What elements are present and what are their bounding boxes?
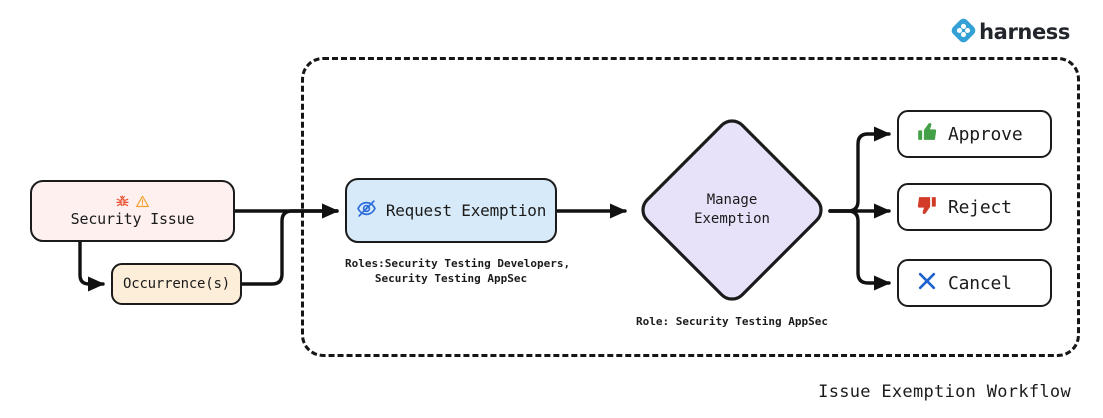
manage-exemption-diamond-shape	[641, 119, 823, 301]
manage-exemption-label-line1: Manage	[706, 192, 758, 209]
warning-triangle-icon	[135, 194, 150, 212]
node-security-issue[interactable]: Security Issue	[30, 180, 235, 242]
x-cross-icon	[916, 270, 938, 297]
node-reject[interactable]: Reject	[897, 183, 1052, 231]
diagram-title: Issue Exemption Workflow	[818, 382, 1071, 402]
approve-label: Approve	[948, 123, 1023, 145]
thumbs-down-icon	[916, 194, 938, 221]
manage-exemption-label: Manage Exemption	[634, 112, 830, 308]
manage-exemption-label-line2: Exemption	[694, 211, 770, 227]
thumbs-up-icon	[916, 121, 938, 148]
node-approve[interactable]: Approve	[897, 110, 1052, 158]
exemption-workflow-group-boundary	[301, 57, 1080, 357]
node-cancel[interactable]: Cancel	[897, 259, 1052, 307]
node-manage-exemption[interactable]: Manage Exemption	[634, 112, 830, 308]
harness-diamond-logo-icon	[951, 18, 976, 47]
security-issue-icons	[115, 195, 150, 210]
node-request-exemption[interactable]: Request Exemption	[345, 178, 557, 243]
harness-logo: harness	[951, 18, 1070, 47]
cancel-label: Cancel	[948, 272, 1012, 294]
reject-label: Reject	[948, 196, 1012, 218]
occurrences-label: Occurrence(s)	[123, 276, 230, 292]
bug-icon	[115, 194, 130, 212]
node-occurrences[interactable]: Occurrence(s)	[111, 263, 242, 305]
request-exemption-roles-caption: Roles:Security Testing Developers, Secur…	[345, 257, 571, 285]
manage-exemption-role-caption: Role: Security Testing AppSec	[635, 315, 829, 328]
security-issue-label: Security Issue	[70, 210, 195, 229]
request-exemption-label: Request Exemption	[385, 201, 547, 220]
harness-wordmark: harness	[979, 20, 1070, 44]
edge-security-issue-to-occurrences	[78, 240, 105, 292]
eye-off-icon	[356, 198, 377, 223]
